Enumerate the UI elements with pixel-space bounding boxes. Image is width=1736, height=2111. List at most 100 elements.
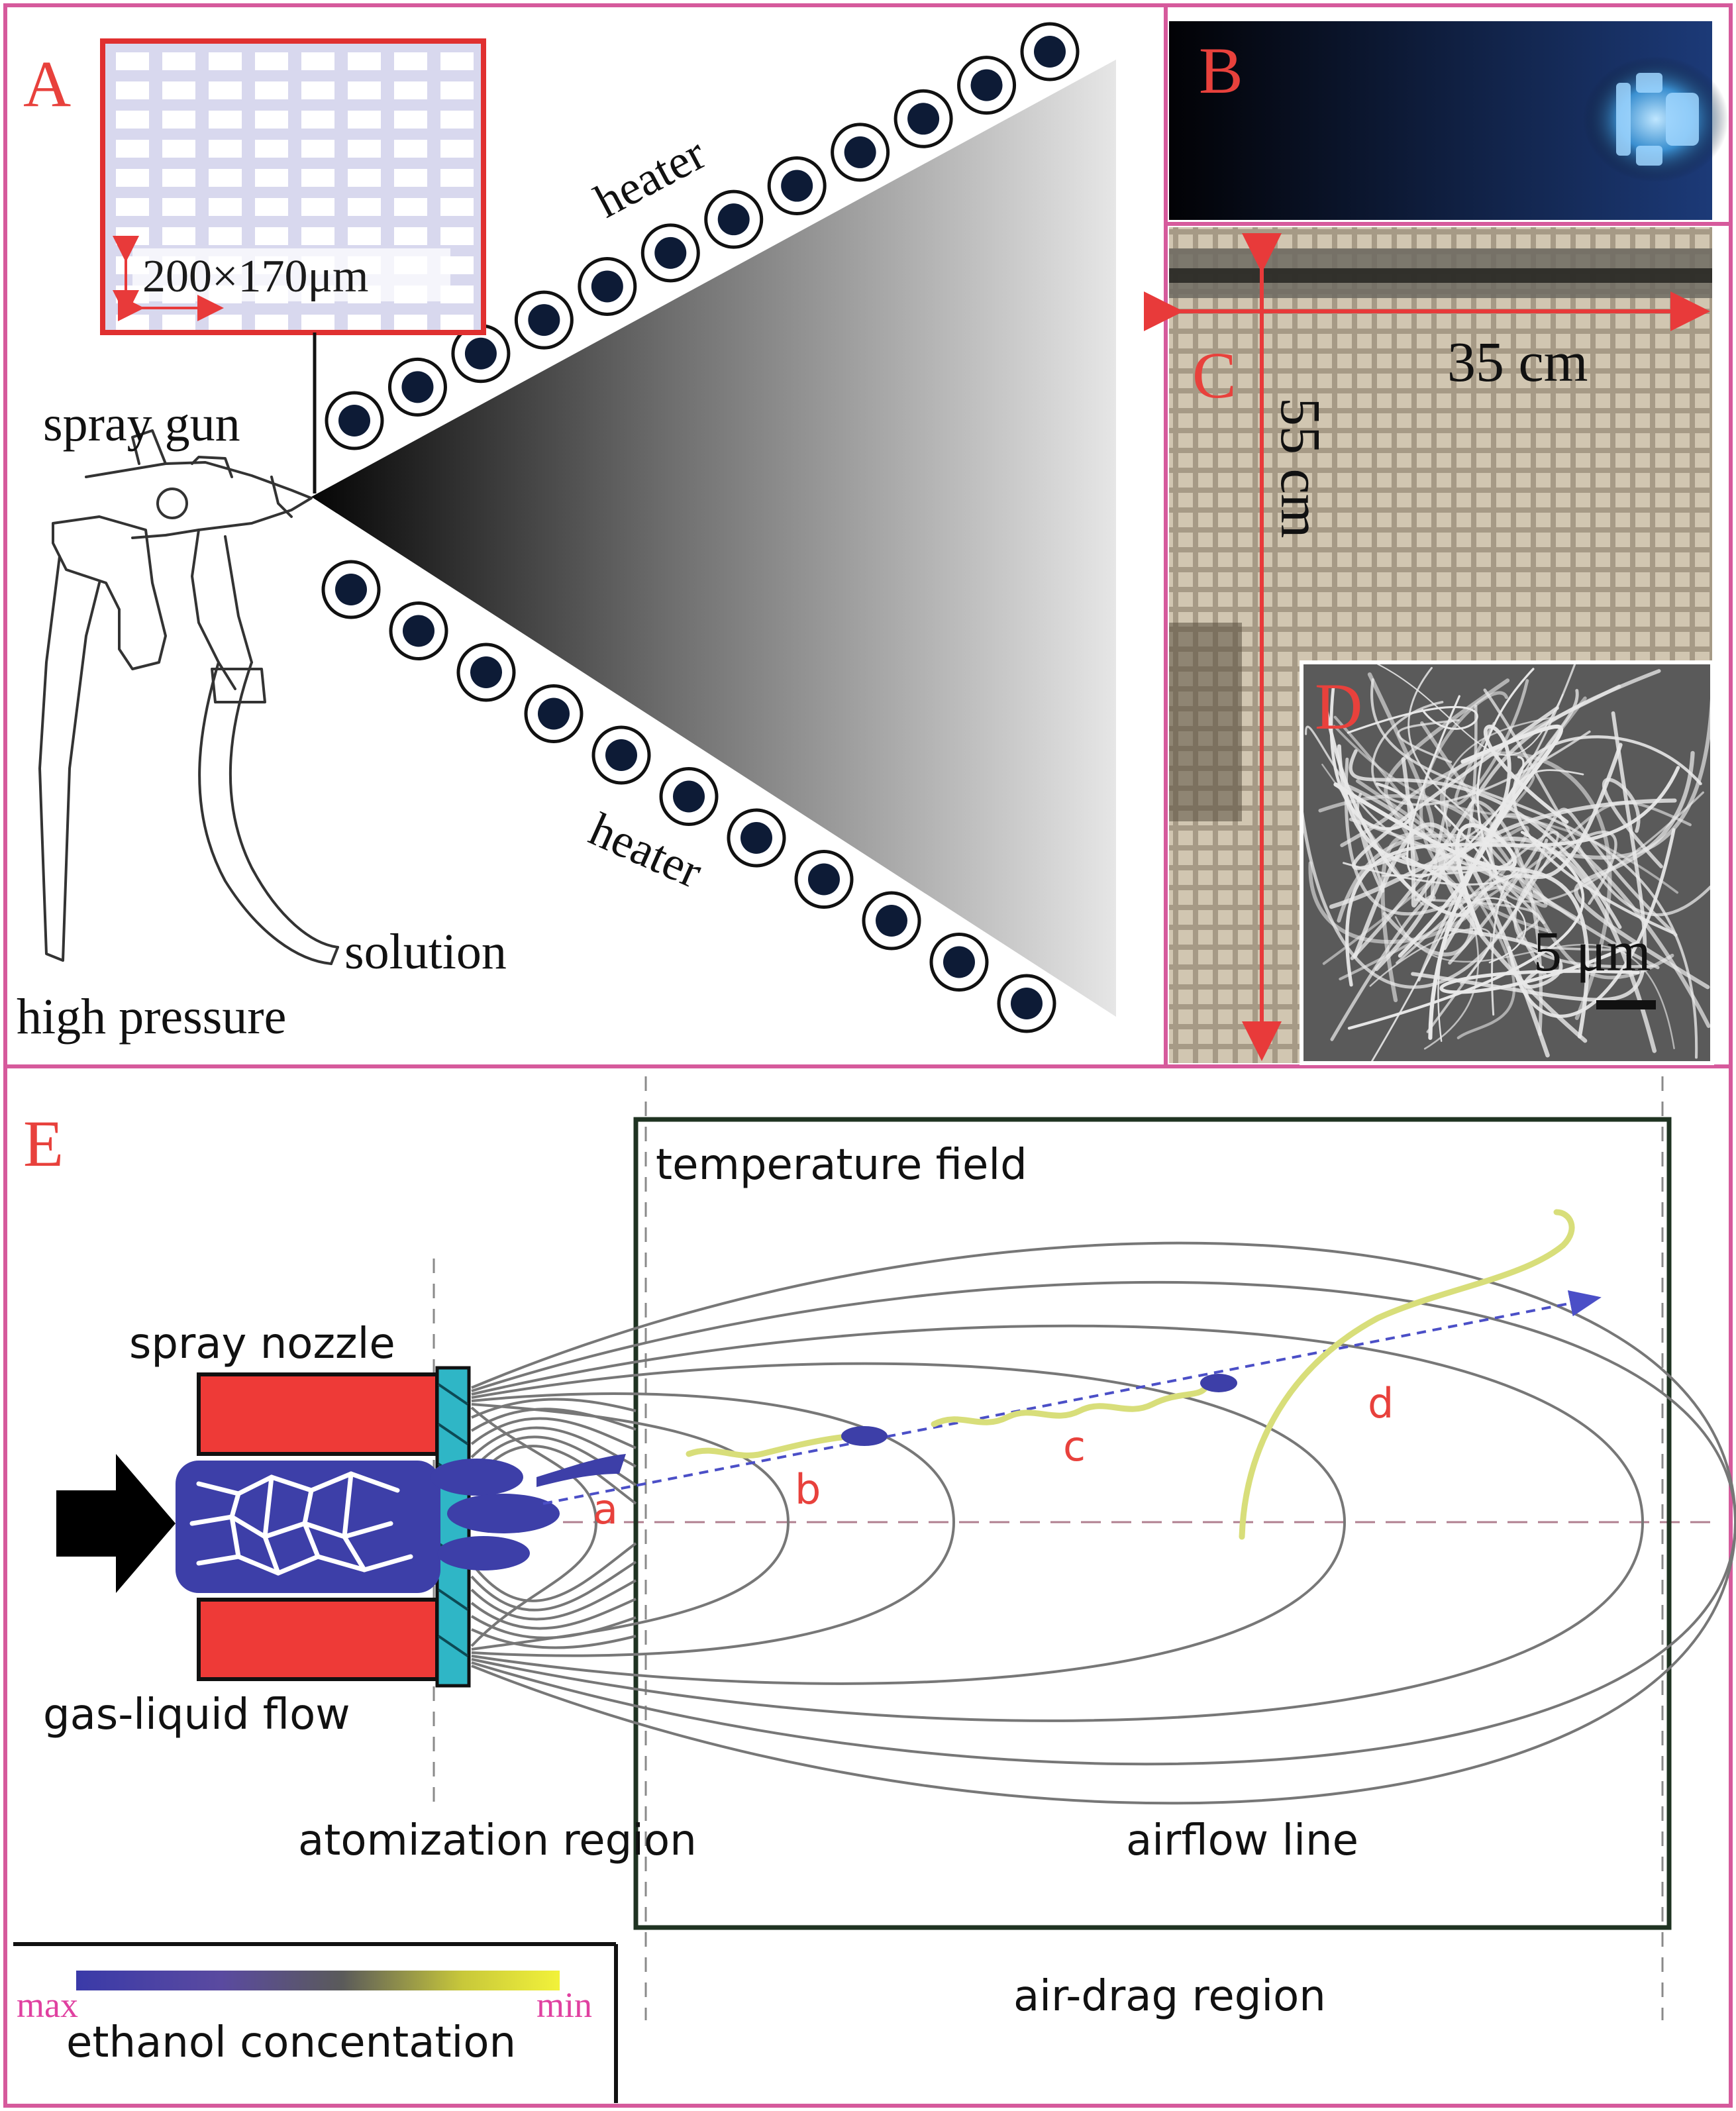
airflow-line (471, 1241, 1736, 1805)
upper-heater-dot-core (970, 69, 1003, 101)
airflow-line (471, 1628, 637, 1649)
air-drag-box (633, 1117, 1672, 1930)
gas-liquid-flow-label: gas-liquid flow (43, 1690, 350, 1739)
lower-heater-dot-core (740, 822, 772, 854)
nozzle-lower-block (197, 1598, 439, 1681)
panel-e: E (13, 1076, 1736, 2103)
lower-heater-dot-core (335, 574, 367, 605)
upper-heater-dot-core (528, 304, 560, 336)
temperature-field-label: temperature field (656, 1141, 1027, 1190)
sem-fiber (1423, 717, 1552, 1050)
stage-label-c: c (1063, 1422, 1086, 1470)
width-label: 35 cm (1447, 330, 1588, 393)
sem-fiber (1439, 751, 1612, 1020)
airflow-line (470, 1408, 637, 1432)
panel-c-letter: C (1192, 338, 1237, 412)
mesh-label-bg (132, 248, 450, 301)
panel-b-letter: B (1199, 34, 1243, 107)
airflow-line (471, 1398, 637, 1419)
sem-fiber (1356, 721, 1548, 908)
spray-cone (311, 60, 1116, 1017)
sem-fiber (1602, 778, 1663, 868)
upper-heater-dot-core (781, 170, 813, 202)
scale-bar (1596, 1000, 1656, 1009)
sem-fiber (1308, 861, 1488, 944)
trajectory-arrow (542, 1290, 1602, 1505)
sem-fiber (1371, 701, 1591, 806)
sem-fiber (1324, 708, 1472, 917)
liquid-blob (176, 1454, 626, 1593)
mesh-size-label: 200×170μm (142, 251, 368, 302)
airflow-line (470, 1542, 637, 1602)
sem-fiber (1513, 831, 1654, 968)
upper-heater-dot-core (1034, 36, 1066, 68)
airflow-line (470, 1579, 637, 1621)
airflow-line (471, 1392, 956, 1657)
sem-fiber (1483, 688, 1710, 917)
sem-fiber (1305, 664, 1576, 849)
upper-heater-dot-core (591, 270, 623, 303)
high-pressure-label: high pressure (17, 989, 286, 1045)
panel-b: B (1169, 21, 1729, 220)
stage-label-d: d (1368, 1379, 1394, 1427)
fiber-stage-c (931, 1374, 1237, 1427)
scale-label: 5 μm (1533, 919, 1651, 983)
lower-heater-dot-core (808, 863, 840, 896)
sem-fiber (1401, 757, 1677, 908)
sem-fiber (1488, 813, 1710, 1028)
panel-a-letter: A (23, 47, 71, 121)
airflow-line (471, 1324, 1645, 1722)
stage-label-a: a (593, 1485, 618, 1533)
airflow-line (470, 1598, 637, 1630)
lower-heater-dot-core (470, 656, 502, 688)
upper-heater-dot-core (717, 203, 750, 236)
sem-fiber (1329, 836, 1657, 1053)
airflow-line-label: airflow line (1126, 1816, 1358, 1865)
sem-fibers (1303, 664, 1710, 1061)
sem-fiber (1333, 725, 1679, 894)
airflow-line (470, 1426, 637, 1468)
legend-min-label: min (536, 1985, 592, 2025)
lower-heater-dot-core (605, 739, 637, 771)
lower-heater-dot-core (943, 946, 975, 978)
upper-heater-dot-core (844, 136, 876, 168)
mesh-left-shadow (1169, 623, 1242, 821)
nozzle-glow-shape (1616, 73, 1699, 166)
upper-heater-dot-core (907, 103, 940, 135)
panel-d-letter: D (1315, 670, 1362, 743)
sem-fiber (1428, 724, 1563, 1041)
upper-heater-dot-core (401, 371, 434, 403)
legend-max-label: max (17, 1985, 78, 2025)
sem-fiber (1512, 735, 1702, 935)
upper-heater-dot-core (464, 337, 497, 370)
spray-gun-label: spray gun (43, 396, 240, 452)
airflow-line (470, 1561, 637, 1612)
guide-lines (433, 1076, 1664, 2020)
inlet-arrow (56, 1454, 176, 1593)
lower-heater-dot-core (538, 697, 570, 730)
upper-heater-dot-core (338, 405, 370, 437)
sem-fiber (1439, 941, 1640, 994)
concentration-legend: max min ethanol concentation (13, 1942, 618, 2103)
nozzle-upper-block (197, 1372, 439, 1456)
sem-fiber (1369, 927, 1492, 987)
sem-fiber (1374, 847, 1588, 1043)
sem-fiber (1337, 696, 1710, 923)
outer-frame (3, 3, 1733, 2108)
lower-heater-dot-core (403, 615, 434, 647)
legend-title: ethanol concentation (66, 2018, 516, 2067)
spray-gun-drawing (38, 429, 339, 965)
fiber-stage-d (1239, 1209, 1575, 1540)
lower-heater-dot-core (1011, 988, 1043, 1019)
sem-fiber (1483, 696, 1587, 881)
airflow-line (470, 1417, 637, 1449)
airflow-line (471, 1362, 1347, 1685)
panel-d: D 5 μm (1300, 660, 1714, 1065)
height-label: 55 cm (1269, 397, 1333, 539)
heater-dots (321, 22, 1080, 1033)
upper-heater-dot-core (654, 236, 687, 269)
sem-fiber (1339, 801, 1692, 981)
legend-gradient-bar (76, 1971, 560, 1990)
panel-a: A 200×170μm heater heater (17, 22, 1116, 1045)
